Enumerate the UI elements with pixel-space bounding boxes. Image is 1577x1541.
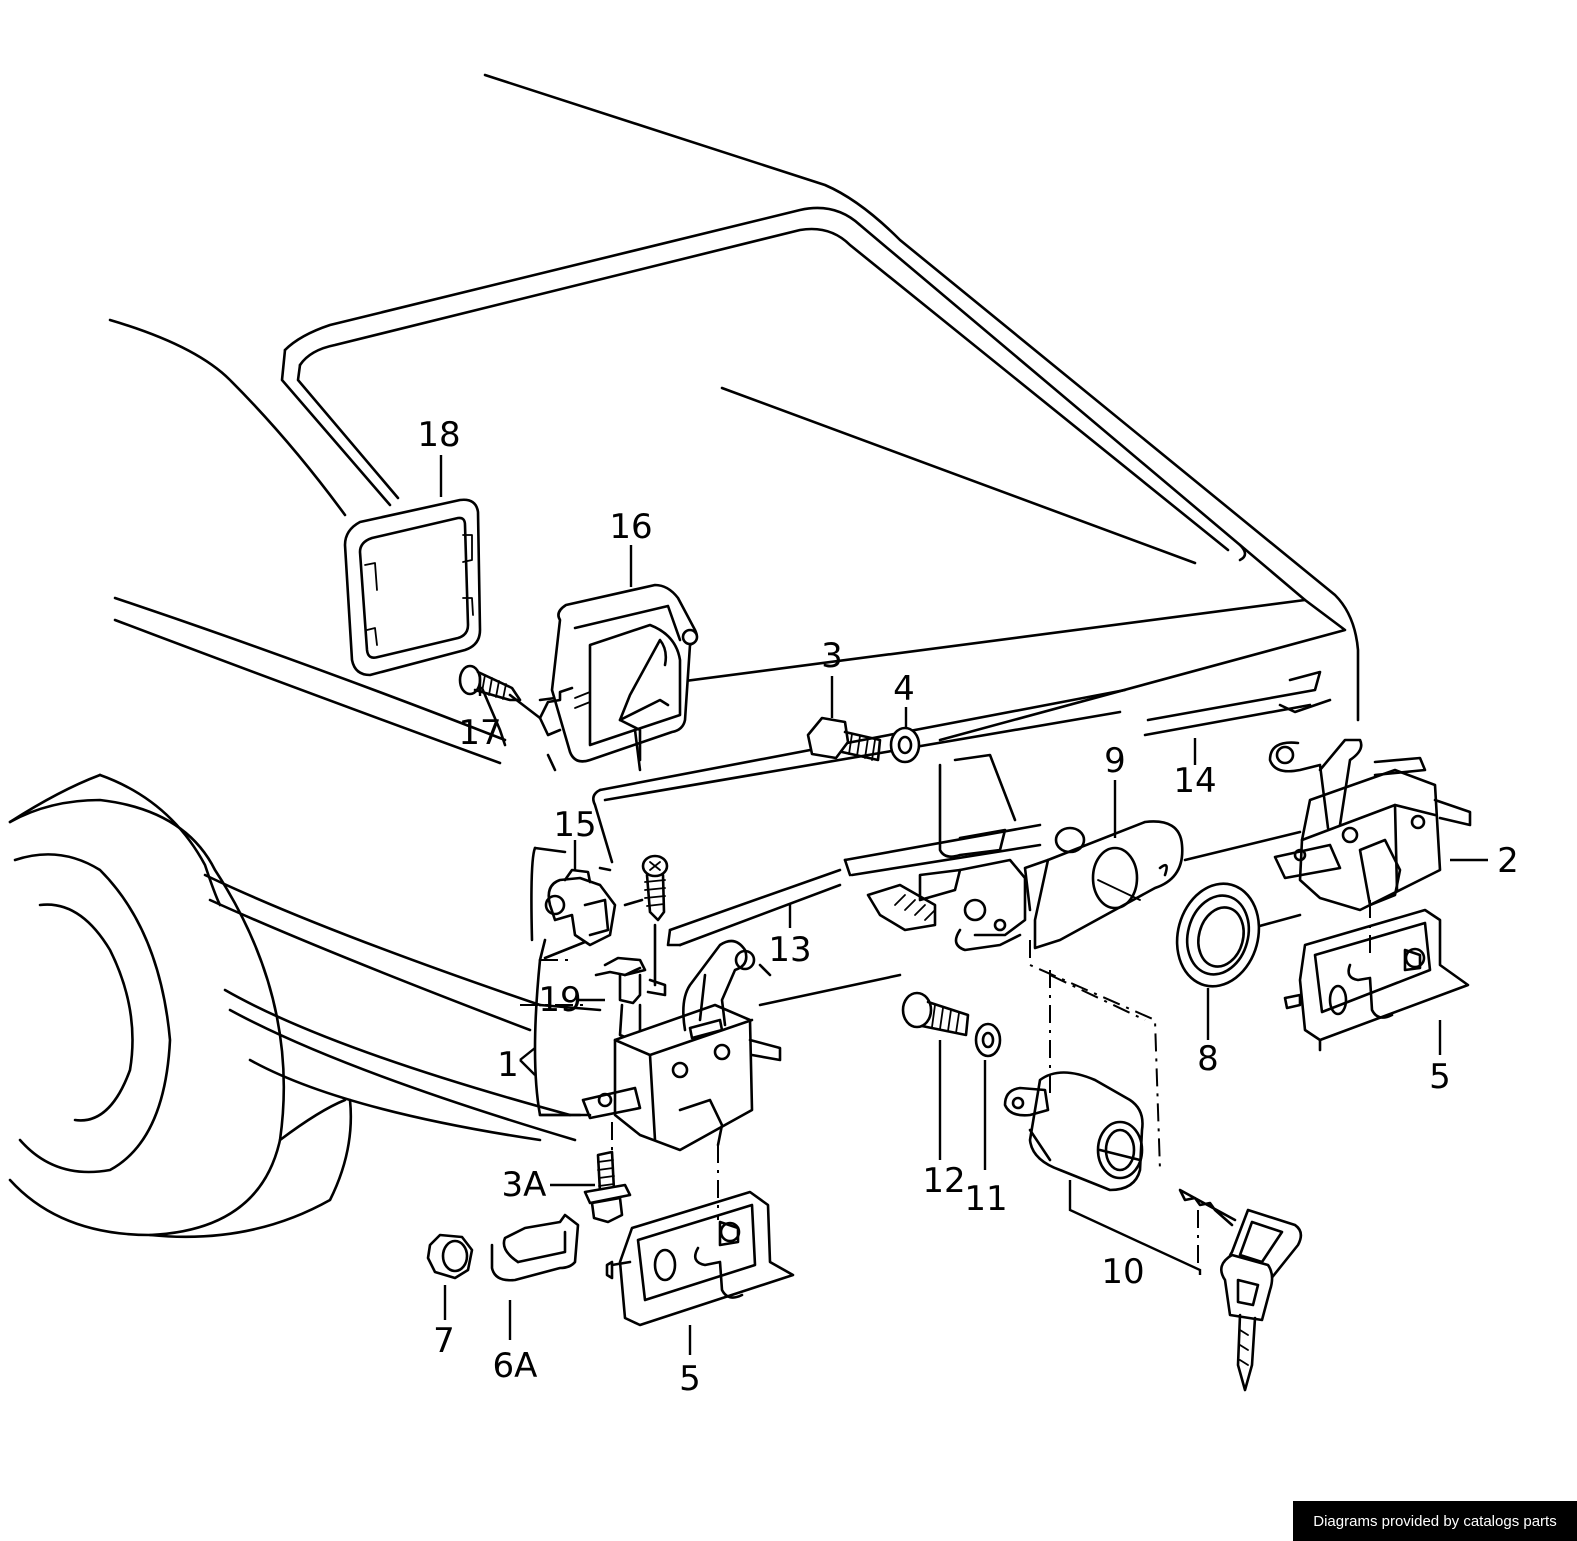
- part-8-seal-ring: [1175, 882, 1261, 988]
- part-12-bolt: [901, 991, 970, 1037]
- callout-13: 13: [768, 930, 811, 970]
- callout-3-top: 3: [821, 636, 843, 676]
- rear-wheel: [8, 798, 353, 1239]
- callout-2: 2: [1497, 841, 1519, 881]
- callout-6A: 6A: [493, 1346, 538, 1386]
- part-10-keys: [1178, 1188, 1303, 1392]
- callout-12: 12: [922, 1161, 965, 1201]
- callout-7: 7: [433, 1321, 455, 1361]
- callout-labels: 18 16 3 4 17 9 14 2 15 13 19 1 8 5 12 11…: [417, 415, 1518, 1399]
- callout-1: 1: [497, 1045, 519, 1085]
- callout-5-right: 5: [1429, 1057, 1451, 1097]
- part-1-lock-left: [533, 938, 782, 1152]
- part-15-clip: [530, 846, 617, 960]
- credit-banner: Diagrams provided by catalogs parts: [1293, 1501, 1577, 1541]
- part-9-lock-assembly: [866, 753, 1184, 952]
- part-16-fuel-flap: [508, 583, 699, 772]
- leader-lines: [439, 455, 1488, 1355]
- callout-16: 16: [609, 507, 652, 547]
- callout-11: 11: [964, 1179, 1007, 1219]
- callout-10: 10: [1101, 1252, 1144, 1292]
- callout-9: 9: [1104, 741, 1126, 781]
- part-18-seal: [343, 498, 482, 677]
- part-6A-clip: [490, 1213, 614, 1282]
- part-4-washer: [889, 726, 921, 764]
- callout-14: 14: [1173, 761, 1216, 801]
- callout-15: 15: [553, 805, 596, 845]
- callout-19: 19: [538, 980, 581, 1020]
- callout-17: 17: [458, 713, 501, 753]
- part-5-striker-bottom: [610, 1190, 795, 1327]
- callout-4: 4: [893, 669, 915, 709]
- callout-5-bottom: 5: [679, 1359, 701, 1399]
- part-10-lock-cylinder: [1003, 1071, 1144, 1192]
- callout-18: 18: [417, 415, 460, 455]
- part-17-screw: [458, 664, 522, 702]
- screw-part: [623, 854, 669, 922]
- callout-3A: 3A: [502, 1165, 547, 1205]
- part-19-pin: [594, 923, 667, 1042]
- car-body-outline: [8, 73, 1360, 1142]
- callout-8: 8: [1197, 1039, 1219, 1079]
- part-3-bolt-top: [806, 716, 882, 762]
- part-2-lock-right: [1268, 738, 1472, 912]
- part-11-washer: [974, 1022, 1002, 1058]
- part-5-striker-right: [1283, 908, 1470, 1052]
- part-7-nut: [426, 1233, 474, 1280]
- part-3A-bolt: [583, 1150, 632, 1224]
- assembly-lines: [520, 900, 1371, 1265]
